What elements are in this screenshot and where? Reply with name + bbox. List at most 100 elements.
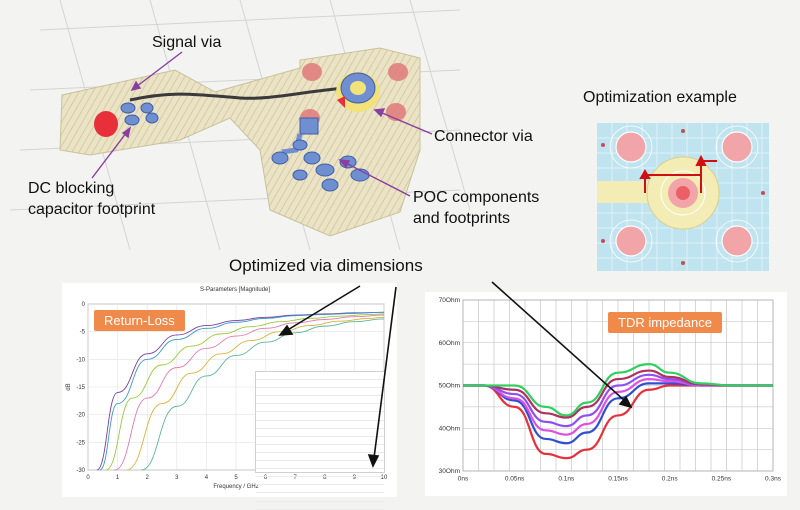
table-cell: [352, 493, 384, 500]
x-tick-label: 0.3ns: [765, 476, 782, 483]
table-row: [256, 437, 384, 445]
y-tick-label: 40Ohm: [439, 425, 460, 432]
x-tick-label: 0.2ns: [662, 476, 679, 483]
x-tick-label: 7: [294, 475, 298, 481]
table-cell: [256, 429, 288, 436]
table-cell: [320, 372, 352, 379]
table-cell: [288, 380, 320, 387]
table-row: [256, 421, 384, 429]
table-cell: [352, 485, 384, 492]
table-row: [256, 396, 384, 405]
optimization-example-title: Optimization example: [583, 89, 737, 106]
table-cell: [352, 429, 384, 436]
table-cell: [320, 485, 352, 492]
x-tick-label: 4: [205, 475, 209, 481]
table-cell: [288, 421, 320, 428]
x-tick-label: 0.05ns: [505, 476, 525, 483]
table-cell: [320, 404, 352, 411]
table-cell: [256, 412, 288, 419]
callout-signal-via: Signal via: [152, 34, 222, 51]
table-cell: [352, 404, 384, 411]
table-cell: [256, 404, 288, 411]
table-cell: [288, 502, 320, 509]
y-tick-label: -30: [76, 468, 85, 474]
table-cell: [256, 477, 288, 484]
x-tick-label: 0.15ns: [608, 476, 628, 483]
table-cell: [352, 469, 384, 476]
callout-connector-via: Connector via: [434, 128, 533, 145]
table-cell: [288, 469, 320, 476]
tdr-chart: 0ns 0.05ns 0.1ns 0.15ns 0.2ns 0.25ns 0.3ns 70Oh…: [439, 297, 782, 483]
y-tick-label: 70Ohm: [439, 297, 460, 304]
callout-dc-blocking-line2: capacitor footprint: [28, 201, 156, 218]
table-cell: [288, 453, 320, 460]
table-row: [256, 493, 384, 502]
table-row: [256, 429, 384, 437]
table-cell: [352, 445, 384, 452]
table-cell: [320, 453, 352, 460]
callout-dc-blocking: DC blocking: [28, 180, 115, 197]
x-tick-label: 0.25ns: [712, 476, 732, 483]
table-cell: [352, 477, 384, 484]
y-tick-label: 0: [82, 302, 86, 308]
callout-poc-line2: and footprints: [413, 210, 510, 227]
table-cell: [256, 485, 288, 492]
table-cell: [320, 461, 352, 468]
x-tick-label: 0ns: [458, 476, 469, 483]
table-cell: [352, 412, 384, 419]
table-cell: [352, 453, 384, 460]
table-cell: [288, 372, 320, 379]
table-cell: [320, 437, 352, 444]
table-cell: [320, 445, 352, 452]
table-cell: [256, 453, 288, 460]
table-cell: [256, 372, 288, 379]
table-cell: [352, 421, 384, 428]
table-cell: [320, 412, 352, 419]
table-cell: [288, 477, 320, 484]
y-tick-label: -25: [76, 440, 85, 446]
signal-trace: [129, 86, 346, 102]
x-tick-label: 8: [323, 475, 327, 481]
y-tick-label: 60Ohm: [439, 340, 460, 347]
x-tick-label: 0: [86, 475, 90, 481]
table-cell: [352, 437, 384, 444]
y-tick-label: -15: [76, 385, 85, 391]
x-tick-label: 0.1ns: [558, 476, 575, 483]
pcb-illustration: [9, 0, 470, 250]
x-tick-label: 3: [175, 475, 179, 481]
table-cell: [256, 493, 288, 500]
table-cell: [352, 502, 384, 509]
y-tick-label: -5: [80, 330, 86, 336]
table-cell: [256, 461, 288, 468]
table-row: [256, 453, 384, 462]
table-cell: [320, 469, 352, 476]
table-cell: [288, 493, 320, 500]
table-cell: [352, 372, 384, 379]
table-row: [256, 485, 384, 494]
dc-blocking-pad: [94, 111, 118, 137]
y-tick-label: 30Ohm: [439, 468, 460, 475]
y-tick-label: -20: [76, 413, 85, 419]
table-cell: [320, 493, 352, 500]
return-loss-badge: Return-Loss: [94, 310, 185, 331]
table-cell: [320, 421, 352, 428]
table-row: [256, 502, 384, 510]
table-cell: [256, 421, 288, 428]
table-row: [256, 412, 384, 421]
connector-via: [336, 72, 380, 112]
callout-poc: POC components: [413, 189, 540, 206]
table-cell: [352, 461, 384, 468]
table-cell: [256, 445, 288, 452]
sparam-title: S-Parameters [Magnitude]: [200, 287, 271, 293]
table-row: [256, 388, 384, 397]
table-cell: [320, 396, 352, 403]
tdr-badge: TDR impedance: [608, 312, 722, 333]
table-row: [256, 404, 384, 413]
x-tick-label: 1: [116, 475, 120, 481]
table-cell: [320, 388, 352, 395]
x-tick-label: 10: [381, 475, 388, 481]
dimension-arrows: [639, 154, 717, 193]
table-cell: [256, 502, 288, 509]
poc-footprints: [271, 117, 370, 192]
table-cell: [288, 396, 320, 403]
